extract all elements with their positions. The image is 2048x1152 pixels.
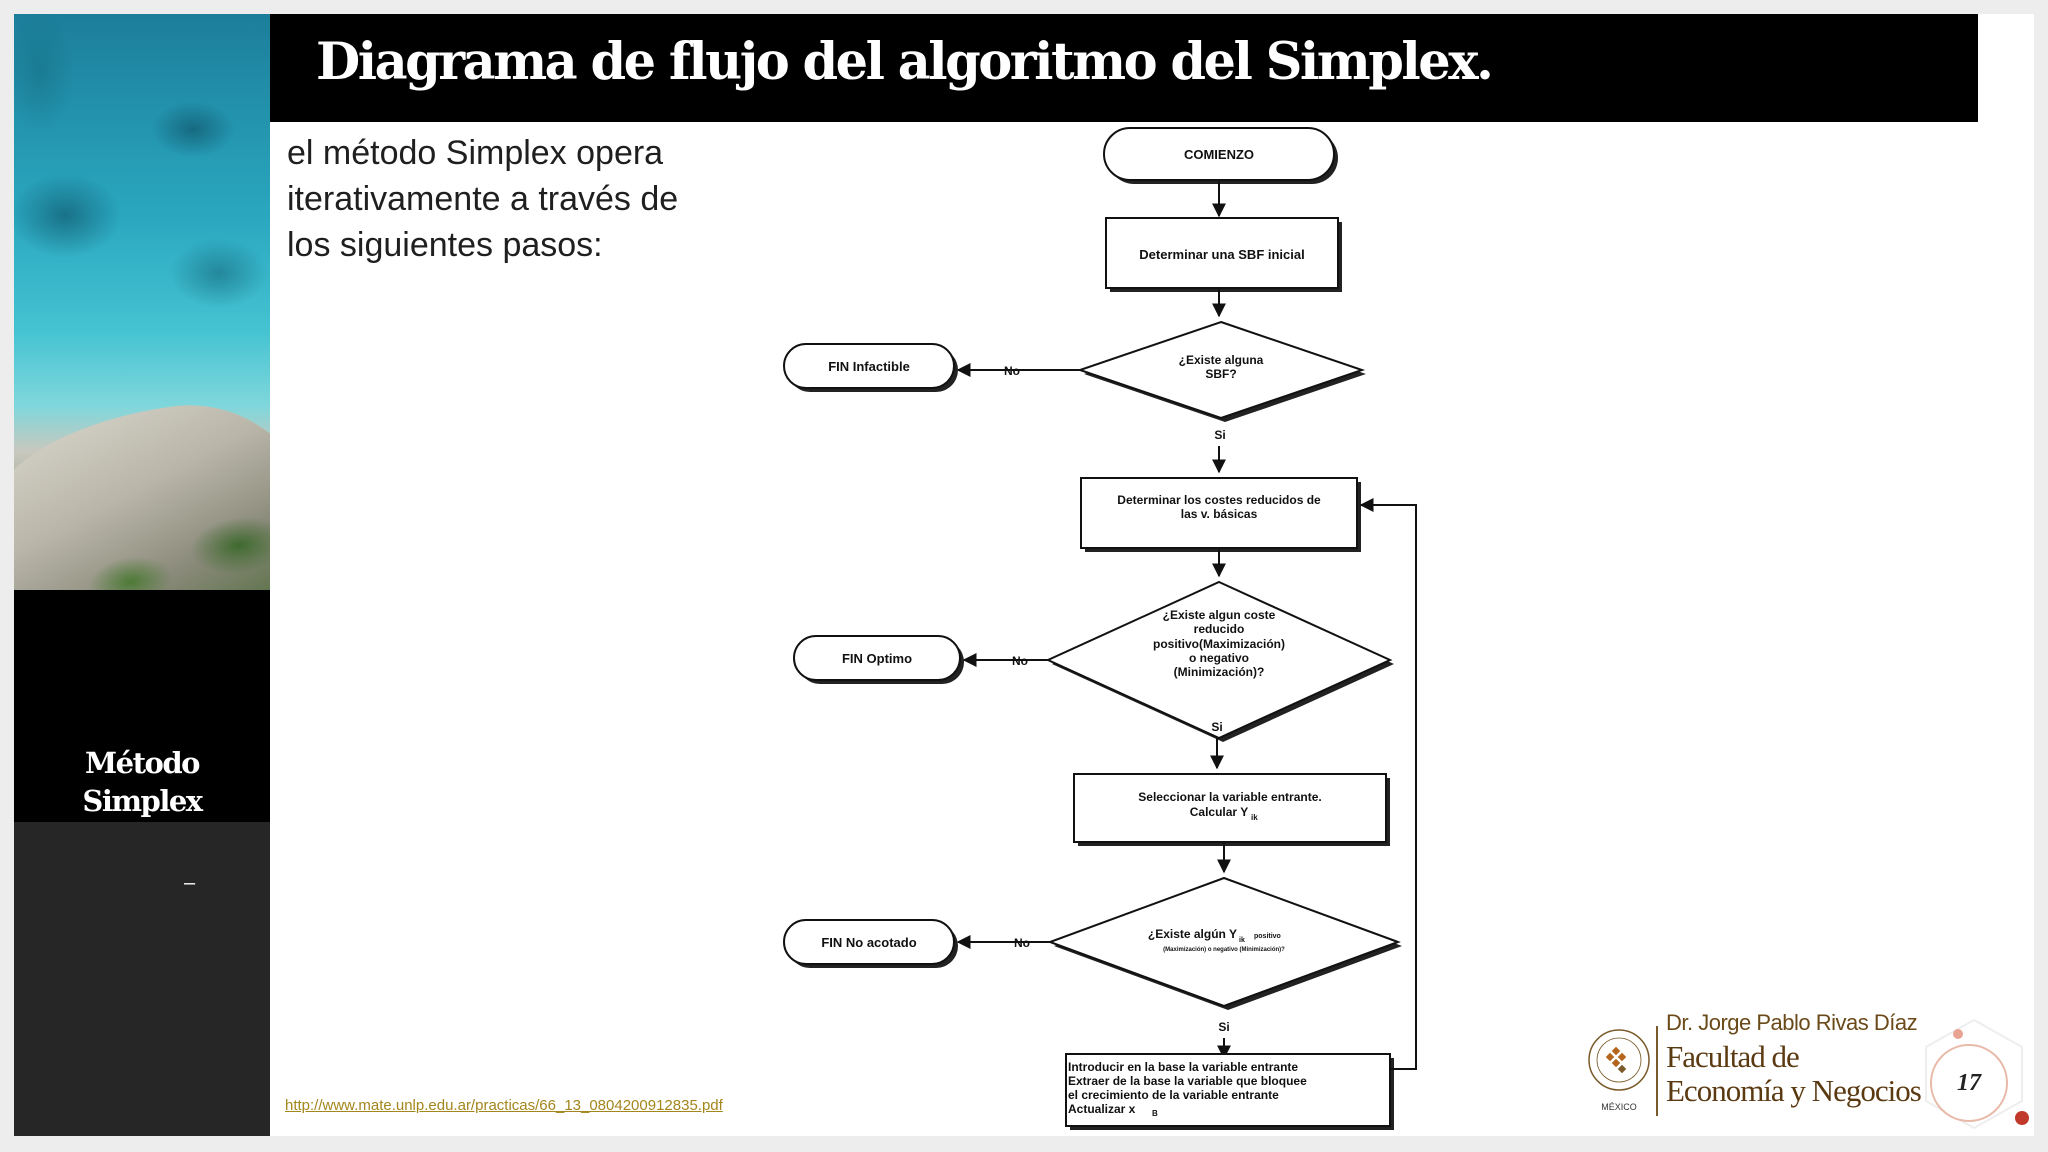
si-label-1: Si [1214, 428, 1225, 442]
decision2-line2: reducido [1194, 622, 1245, 636]
end-unbounded: FIN No acotado [783, 919, 958, 968]
university-seal-icon: MÉXICO [1588, 1029, 1650, 1112]
page-title: Diagrama de flujo del algoritmo del Simp… [316, 32, 1494, 92]
decision3-line2: (Maximización) o negativo (Minimización)… [1163, 947, 1285, 953]
step3-line1: Seleccionar la variable entrante. [1138, 790, 1321, 804]
decision2-line1: ¿Existe algun coste [1163, 608, 1276, 622]
decision2-line3: positivo(Maximización) [1153, 637, 1285, 651]
footer-divider [1656, 1026, 1658, 1116]
author-name: Dr. Jorge Pablo Rivas Díaz [1666, 1010, 1918, 1035]
end3-label: FIN No acotado [821, 935, 916, 950]
step4-subscript: B [1152, 1109, 1158, 1118]
end2-label: FIN Optimo [842, 651, 912, 666]
start-terminal: COMIENZO [1103, 127, 1338, 184]
step2-line2: las v. básicas [1181, 507, 1258, 521]
step3-subscript: ik [1251, 813, 1258, 822]
step-pivot-update: Introducir en la base la variable entran… [1065, 1053, 1394, 1130]
source-link[interactable]: http://www.mate.unlp.edu.ar/practicas/66… [285, 1097, 723, 1114]
decision-boundedness: ¿Existe algún Y ik positivo (Maximizació… [1047, 876, 1402, 1010]
seal-text: MÉXICO [1601, 1102, 1637, 1112]
step2-line1: Determinar los costes reducidos de [1117, 493, 1321, 507]
header-bar: Diagrama de flujo del algoritmo del Simp… [270, 14, 1978, 122]
page-number: 17 [1930, 1044, 2008, 1122]
end-optimal: FIN Optimo [793, 635, 964, 684]
step4-line4: Actualizar x [1068, 1102, 1136, 1116]
step4-line3: el crecimiento de la variable entrante [1068, 1088, 1279, 1102]
simplex-flowchart: COMIENZO Determinar una SBF inicial ¿Exi… [783, 127, 1417, 1130]
faculty-name: Facultad de Economía y Negocios [1666, 1039, 1922, 1108]
decision3-positive: positivo [1254, 933, 1281, 940]
decision3-line1: ¿Existe algún Y [1148, 927, 1237, 941]
no-label-3: No [1014, 936, 1030, 950]
decision2-line5: (Minimización)? [1174, 665, 1265, 679]
step3-line2: Calcular Y [1190, 805, 1248, 819]
step4-line1: Introducir en la base la variable entran… [1068, 1060, 1298, 1074]
intro-text: el método Simplex opera iterativamente a… [287, 134, 679, 264]
decision2-line4: o negativo [1189, 651, 1249, 665]
step-initial-sbf: Determinar una SBF inicial [1105, 217, 1342, 292]
end1-label: FIN Infactible [828, 359, 910, 374]
hexagon-decoration [1925, 1018, 2029, 1130]
decision1-line2: SBF? [1205, 367, 1236, 381]
step4-line2: Extraer de la base la variable que bloqu… [1068, 1074, 1307, 1088]
step-entering-variable: Seleccionar la variable entrante. Calcul… [1073, 773, 1390, 846]
slide: Método Simplex – Diagrama de flujo del a… [14, 14, 2034, 1136]
no-label-1: No [1004, 364, 1020, 378]
end-infeasible: FIN Infactible [783, 343, 958, 392]
sidebar-title-box [14, 590, 270, 822]
loop-back-arrow [1359, 498, 1417, 1070]
start-label: COMIENZO [1184, 147, 1254, 162]
no-label-2: No [1012, 654, 1028, 668]
sidebar-beach-photo [14, 14, 270, 590]
decision-sbf-exists: ¿Existe alguna SBF? [1076, 320, 1366, 422]
sidebar-title: Método Simplex [82, 746, 203, 818]
step-reduced-costs: Determinar los costes reducidos de las v… [1080, 477, 1361, 552]
sidebar-lower-panel [14, 822, 270, 1136]
decision3-subscript: ik [1239, 937, 1245, 944]
si-label-3: Si [1218, 1020, 1229, 1034]
si-label-2: Si [1211, 720, 1222, 734]
step1-label: Determinar una SBF inicial [1139, 247, 1304, 262]
sidebar-dash: – [184, 872, 196, 894]
decision1-line1: ¿Existe alguna [1179, 353, 1264, 367]
decision-optimality: ¿Existe algun coste reducido positivo(Ma… [1045, 580, 1394, 742]
